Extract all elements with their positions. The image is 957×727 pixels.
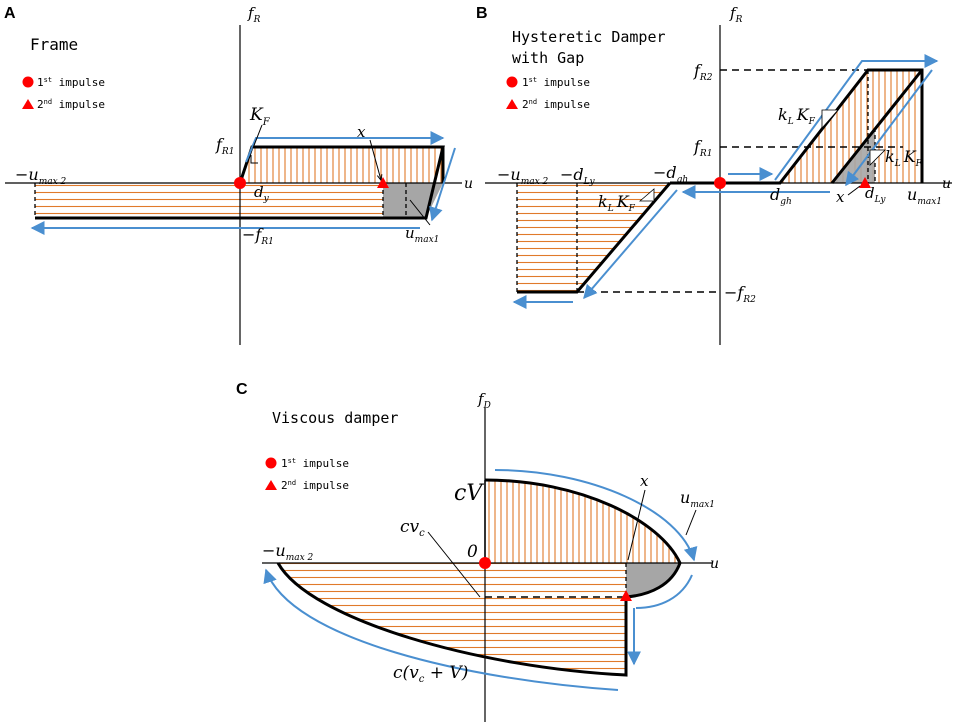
panel-c: C Viscous damper 1st impulse 2nd impulse [236, 381, 719, 722]
panel-b-umax1-label: umax1 [907, 185, 942, 207]
panel-b-title-line2: with Gap [512, 49, 584, 67]
panel-c-gray-region [626, 563, 680, 597]
panel-a-kf-leader [252, 124, 263, 149]
panel-b-u-label: u [942, 176, 951, 192]
panel-b-slope-mark-upper [821, 109, 839, 130]
legend-circle-marker [506, 76, 518, 88]
panel-c-vertical-hatch-region [485, 480, 680, 563]
panel-c-first-impulse-point [479, 557, 491, 569]
panel-c-horizontal-hatch-region [278, 563, 626, 675]
panel-c-outline-bottom [276, 562, 628, 677]
panel-b-blue-unload [845, 69, 933, 187]
panel-b-label: B [476, 5, 488, 22]
panel-a-x-label: x [357, 123, 366, 141]
legend-first-impulse: 1st impulse [281, 457, 349, 470]
panel-c-blue-right-return [635, 574, 693, 609]
panel-b-legend: 1st impulse 2nd impulse [506, 76, 590, 111]
panel-c-umax1-leader [685, 509, 697, 536]
legend-second-impulse: 2nd impulse [37, 98, 105, 111]
panel-a-kf-label: KF [249, 105, 271, 128]
panel-c-label: C [236, 381, 248, 398]
panel-b-umax2-label: −umax 2 [497, 165, 549, 187]
panel-c-umax2-label: −umax 2 [262, 541, 314, 563]
panel-a: A Frame 1st impulse 2nd impulse [4, 4, 473, 345]
panel-c-fd-label: fD [477, 390, 491, 411]
panel-b-dgh-label: dgh [770, 185, 792, 207]
panel-a-blue-path-top [245, 131, 445, 163]
panel-a-second-impulse-point [377, 177, 389, 188]
panel-c-x-leader [627, 489, 646, 561]
panel-b: B Hysteretic Damper with Gap 1st impulse… [476, 4, 952, 345]
panel-a-dy-label: dy [254, 183, 270, 204]
panel-c-cvc-label: cvc [400, 517, 425, 539]
panel-b-fr1-label: fR1 [693, 137, 712, 159]
panel-b-title-line1: Hysteretic Damper [512, 28, 666, 46]
panel-a-umax1-label: umax1 [405, 224, 439, 245]
panel-b-second-impulse-point [859, 177, 871, 188]
panel-c-zero-label: 0 [467, 542, 478, 562]
legend-circle-marker [265, 457, 277, 469]
legend-second-impulse: 2nd impulse [281, 479, 349, 492]
legend-triangle-marker [506, 99, 518, 109]
panel-a-legend: 1st impulse 2nd impulse [22, 76, 105, 111]
panel-c-blue-lower [263, 568, 619, 691]
panel-a-neg-fr1-label: −fR1 [242, 225, 274, 247]
panel-c-x-label: x [640, 472, 649, 490]
panel-a-x-leader [369, 139, 381, 180]
panel-b-x-leader [847, 185, 861, 196]
panel-a-label: A [4, 5, 16, 22]
legend-circle-marker [22, 76, 34, 88]
panel-a-horizontal-hatch-region [35, 183, 383, 218]
panel-b-blue-load [774, 54, 939, 181]
panel-c-title: Viscous damper [272, 409, 398, 427]
panel-b-horizontal-hatch-region [517, 183, 670, 292]
panel-c-cvcV-label: c(vc + V) [393, 663, 468, 685]
panel-b-fr-label: fR [729, 4, 743, 25]
panel-b-blue-left-load [583, 189, 678, 300]
panel-a-umax2-label: −umax 2 [15, 165, 67, 187]
panel-b-first-impulse-point [714, 177, 726, 189]
panel-a-first-impulse-point [234, 177, 246, 189]
panel-b-dly-label: dLy [865, 184, 886, 205]
panel-a-u-label: u [464, 176, 473, 192]
panel-b-neg-dgh-label: −dgh [653, 163, 688, 185]
panel-b-neg-dly-label: −dLy [560, 165, 595, 187]
legend-triangle-marker [265, 480, 277, 490]
panel-b-slope-mark-left [638, 188, 655, 202]
panel-a-vertical-hatch-region [240, 147, 443, 183]
panel-b-unload-line [830, 69, 924, 184]
panel-c-blue-upper [494, 469, 698, 562]
legend-first-impulse: 1st impulse [37, 76, 105, 89]
legend-triangle-marker [22, 99, 34, 109]
panel-a-blue-path-right [429, 147, 456, 222]
panel-b-slope-mark-lower [869, 149, 886, 166]
panel-c-u-label: u [710, 556, 719, 572]
panel-c-cv-label: cV [454, 481, 484, 506]
panel-b-fr2-label: fR2 [693, 61, 713, 83]
panel-a-umax1-leader [409, 199, 431, 226]
legend-first-impulse: 1st impulse [522, 76, 590, 89]
panel-c-second-impulse-point [620, 590, 632, 601]
panel-a-title: Frame [30, 35, 78, 54]
panel-c-cvc-leader [427, 531, 481, 598]
panel-a-fr1-label: fR1 [215, 135, 234, 157]
panel-a-fr-label: fR [247, 4, 261, 25]
panel-b-neg-fr2-label: −fR2 [724, 283, 756, 305]
panel-a-slope-mark [250, 155, 258, 164]
panel-b-vertical-hatch-region [780, 70, 922, 183]
legend-second-impulse: 2nd impulse [522, 98, 590, 111]
panel-c-umax1-label: umax1 [680, 488, 715, 510]
panel-c-legend: 1st impulse 2nd impulse [265, 457, 349, 492]
panel-c-outline-right [484, 478, 682, 599]
panel-b-x-label: x [836, 188, 845, 206]
